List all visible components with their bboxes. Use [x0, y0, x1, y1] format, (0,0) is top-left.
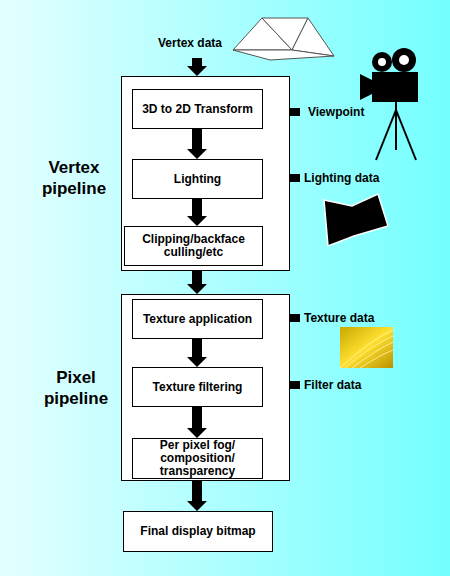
process-box: 3D to 2D Transform [132, 89, 263, 129]
light-icon [324, 194, 388, 246]
box-label: Final display bitmap [140, 525, 255, 538]
box-label: Lighting [174, 173, 221, 186]
flow-arrow [187, 481, 207, 511]
process-box: Final display bitmap [123, 511, 273, 552]
group-heading: Pixel pipeline [37, 367, 115, 409]
input-arrow [187, 58, 207, 76]
process-box: Lighting [132, 159, 263, 199]
camera-icon [360, 48, 418, 160]
texture-swatch [340, 327, 393, 368]
box-label: Per pixel fog/ composition/ transparency [133, 439, 262, 478]
pipeline-group: Vertex pipeline3D to 2D TransformLightin… [121, 76, 290, 271]
box-label: 3D to 2D Transform [142, 103, 253, 116]
process-box: Clipping/backface culling/etc [124, 226, 263, 266]
process-box: Texture application [132, 299, 263, 339]
flow-arrow [187, 407, 207, 438]
input-label: Filter data [304, 378, 361, 392]
box-label: Texture filtering [153, 381, 243, 394]
process-box: Texture filtering [132, 367, 263, 407]
box-label: Clipping/backface culling/etc [125, 233, 262, 259]
input-label: Vertex data [158, 36, 222, 50]
input-label: Viewpoint [308, 105, 364, 119]
group-heading: Vertex pipeline [34, 157, 114, 199]
flow-arrow [187, 339, 207, 367]
pipeline-group: Pixel pipelineTexture applicationTexture… [121, 294, 290, 481]
box-label: Texture application [143, 313, 252, 326]
flow-arrow [187, 271, 207, 294]
input-label: Texture data [304, 311, 374, 325]
process-box: Per pixel fog/ composition/ transparency [132, 438, 263, 479]
triangle-mesh [233, 18, 334, 60]
input-label: Lighting data [304, 171, 379, 185]
flow-arrow [187, 199, 207, 226]
flow-arrow [187, 129, 207, 159]
